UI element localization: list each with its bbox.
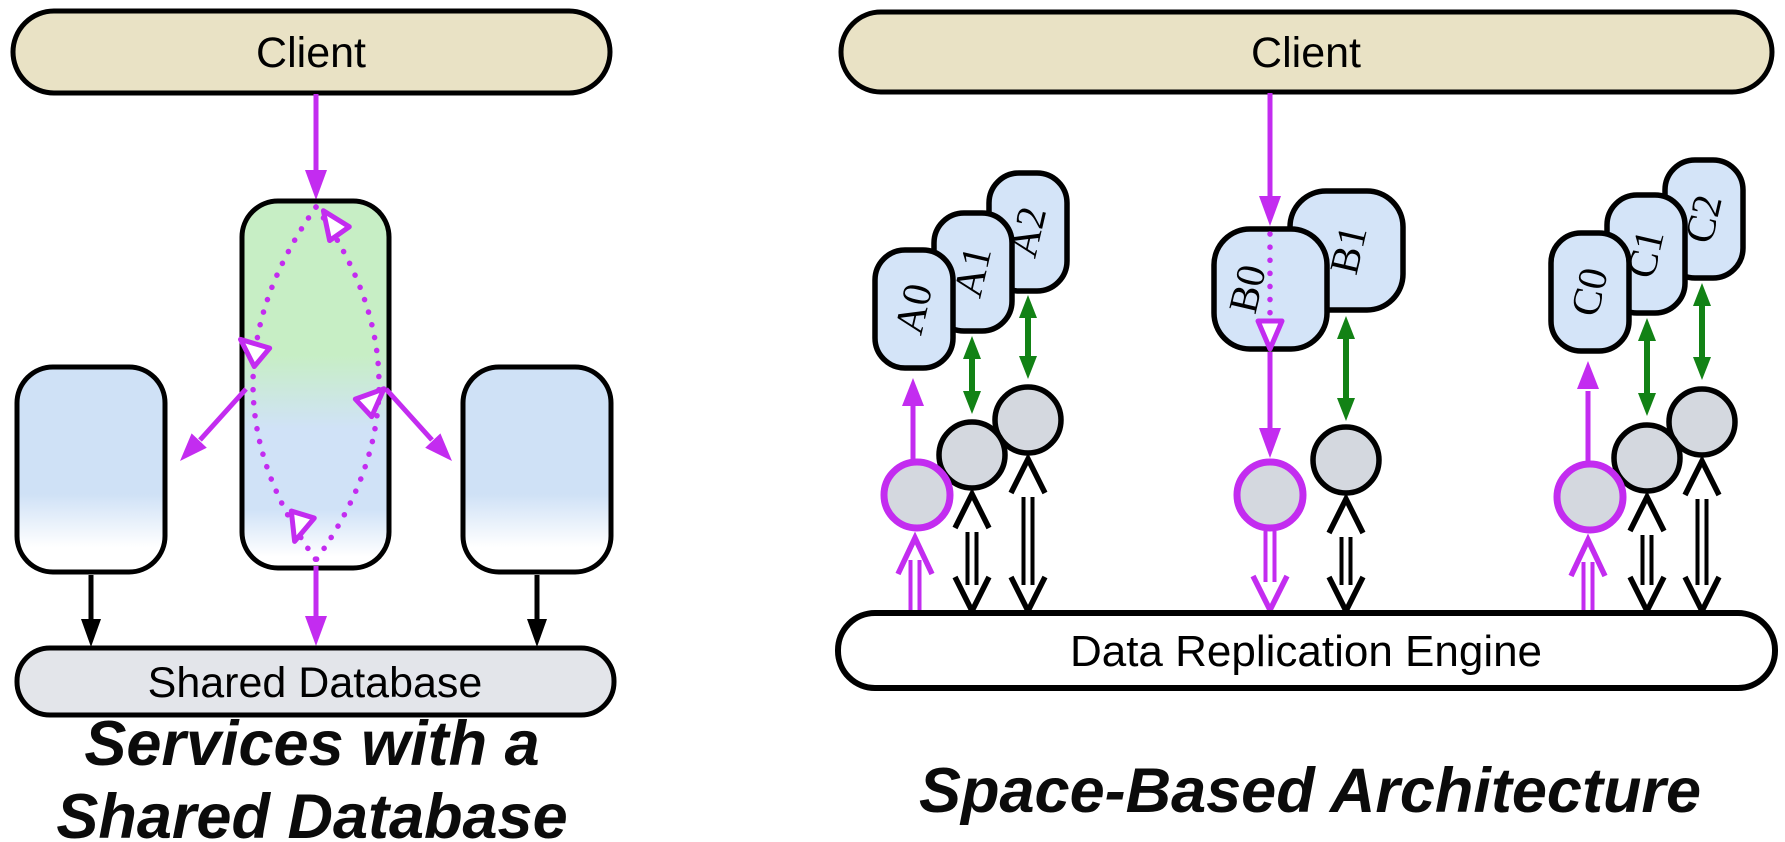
middle-service-box (239, 198, 392, 571)
chevron-up (1568, 533, 1608, 578)
arrow-head-down (1693, 357, 1711, 380)
cluster-a: A2 A1 A0 (872, 170, 1070, 618)
active-cache-circle-c (1553, 460, 1627, 534)
arrow-head (1259, 428, 1281, 458)
data-replication-engine-box (835, 610, 1778, 691)
chevron-down (1682, 575, 1722, 618)
arrow-head-down (1638, 393, 1656, 416)
arrow-head (305, 170, 327, 200)
instance-label-c0: C0 (1561, 263, 1617, 320)
cluster-c: C2 C1 C0 (1548, 157, 1746, 618)
service-to-left-arrow (180, 387, 248, 461)
client-to-service-arrow (305, 94, 327, 200)
instance-label-b0: B0 (1219, 260, 1275, 317)
arrow-head (425, 433, 452, 461)
chevron-down (1627, 575, 1667, 618)
right-client-box (838, 9, 1775, 95)
chevron-down (1250, 574, 1290, 617)
arrow-head (1577, 361, 1599, 389)
dotted-roundtrip-path (233, 204, 392, 563)
left-client-label: Client (256, 29, 366, 77)
dotted-curve-right (313, 204, 382, 563)
left-caption-line2: Shared Database (56, 782, 567, 842)
engine-to-cache-a-double-arrow (895, 531, 935, 613)
arrow-head-up (963, 336, 981, 359)
chevron-up (1008, 452, 1048, 495)
arrow-head (81, 619, 101, 647)
sync-arrow-c2-cache (1693, 283, 1711, 380)
data-replication-engine-label: Data Replication Engine (1070, 627, 1542, 676)
middle-service-to-db-arrow (305, 566, 327, 646)
chevron-up (1682, 454, 1722, 497)
engine-cache-a3-double-arrow (1008, 452, 1048, 618)
engine-cache-c3-double-arrow (1682, 454, 1722, 618)
request-through-b0-dotted (1258, 231, 1282, 349)
cluster-b: B1 B0 (1211, 93, 1406, 618)
engine-cache-c2-double-arrow (1627, 490, 1667, 618)
arrow-head-down (963, 391, 981, 414)
chevron-up (1326, 492, 1366, 535)
chevron-up (952, 487, 992, 530)
chevron-down (1008, 575, 1048, 618)
right-service-box (460, 364, 614, 575)
instance-label-a0: A0 (885, 279, 941, 338)
instance-box-a0 (872, 247, 956, 371)
arrow-head-up (1019, 295, 1037, 318)
arrow-head-up (1638, 318, 1656, 341)
arrow-head-down (1019, 356, 1037, 379)
chevron-down (1326, 575, 1366, 618)
left-caption-line1: Services with a (84, 709, 539, 779)
cache-to-c0-arrow (1577, 361, 1599, 461)
cache-circle-c2 (1611, 422, 1683, 494)
left-diagram: Client (10, 8, 617, 842)
sync-arrow-c1-cache (1638, 318, 1656, 416)
client-to-b0-arrow (1259, 93, 1281, 226)
arrow-head-down (1337, 398, 1355, 421)
arrow-head (1259, 196, 1281, 226)
arrow-head-up (1693, 283, 1711, 306)
arrow-line (384, 387, 434, 442)
left-service-to-db-arrow (81, 575, 101, 647)
chevron-down (952, 575, 992, 618)
right-service-to-db-arrow (527, 575, 547, 647)
arrow-head (305, 616, 327, 646)
chevron-up (1627, 490, 1667, 533)
arrow-line (198, 387, 248, 442)
engine-to-cache-c-double-arrow (1568, 533, 1608, 613)
engine-cache-b2-double-arrow (1326, 492, 1366, 618)
chevron-up (895, 531, 935, 576)
sync-arrow-a2-cache (1019, 295, 1037, 379)
arrow-head-up (1337, 316, 1355, 339)
b0-to-cache-arrow (1259, 352, 1281, 458)
instance-box-c0 (1548, 230, 1632, 354)
cache-circle-b2 (1310, 424, 1382, 496)
left-service-box (14, 364, 168, 575)
arrow-head (902, 378, 924, 406)
engine-cache-a2-double-arrow (952, 487, 992, 618)
arrow-head (527, 619, 547, 647)
right-client-label: Client (1251, 29, 1361, 77)
dotted-curve-left (250, 204, 319, 563)
arrow-head (180, 433, 207, 461)
active-cache-circle-b (1233, 458, 1307, 532)
shared-database-label: Shared Database (148, 659, 483, 707)
sync-arrow-b1-cache (1337, 316, 1355, 421)
shared-database-box (14, 645, 617, 718)
right-diagram: Client A2 A1 A0 (835, 9, 1778, 826)
sync-arrow-a1-cache (963, 336, 981, 414)
cache-to-engine-b-double-arrow (1250, 531, 1290, 617)
service-to-right-arrow (384, 387, 452, 461)
cache-to-a0-arrow (902, 378, 924, 459)
right-caption: Space-Based Architecture (919, 756, 1701, 826)
left-client-box (10, 8, 613, 96)
active-cache-circle-a (880, 458, 954, 532)
